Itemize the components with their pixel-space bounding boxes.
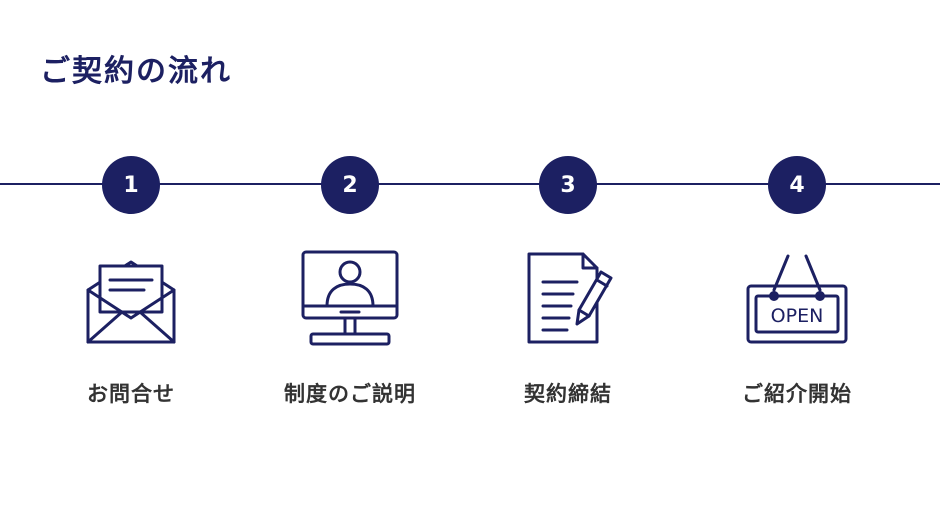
step-label: ご紹介開始 [742,382,852,406]
timeline-line [0,183,940,185]
video-call-monitor-icon [295,246,405,356]
envelope-icon [76,246,186,356]
step-number-badge: 4 [768,156,826,214]
contract-pen-icon [513,246,623,356]
step-number-badge: 1 [102,156,160,214]
step-label: 制度のご説明 [284,382,416,406]
open-sign-text: OPEN [771,305,824,327]
step-label: お問合せ [87,382,175,406]
step-number-badge: 3 [539,156,597,214]
step-label: 契約締結 [524,382,612,406]
page-title: ご契約の流れ [40,54,232,89]
step-number-badge: 2 [321,156,379,214]
open-sign-icon: OPEN [742,246,852,356]
